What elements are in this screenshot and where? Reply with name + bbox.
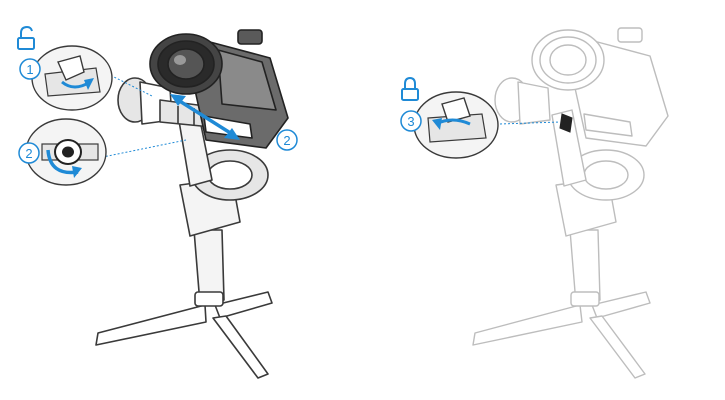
step-badge-2-camera: 2	[276, 129, 298, 151]
callout-knob-tighten	[25, 118, 187, 186]
camera-with-lens	[149, 29, 289, 149]
lever-icon-locked	[441, 97, 471, 123]
tripod-leg-front	[212, 315, 269, 379]
latch-highlight	[559, 113, 573, 133]
svg-text:1: 1	[26, 62, 33, 77]
svg-text:3: 3	[407, 114, 414, 129]
svg-text:2: 2	[283, 133, 290, 148]
step-badge-2: 2	[18, 142, 40, 164]
slide-direction-arrow	[170, 94, 240, 140]
lever-icon	[57, 55, 85, 81]
locked-padlock-icon	[401, 76, 419, 101]
right-gimbal	[472, 27, 669, 379]
step-badge-3: 3	[400, 110, 422, 132]
svg-text:2: 2	[25, 146, 32, 161]
handle-collar	[194, 291, 224, 307]
unlocked-padlock-icon	[17, 25, 35, 50]
step-badge-1: 1	[19, 58, 41, 80]
tripod-leg-left	[95, 304, 207, 346]
callout-lever-lock	[413, 91, 561, 159]
callout-lever-unlock	[31, 45, 153, 111]
tripod-leg-right	[214, 291, 273, 319]
